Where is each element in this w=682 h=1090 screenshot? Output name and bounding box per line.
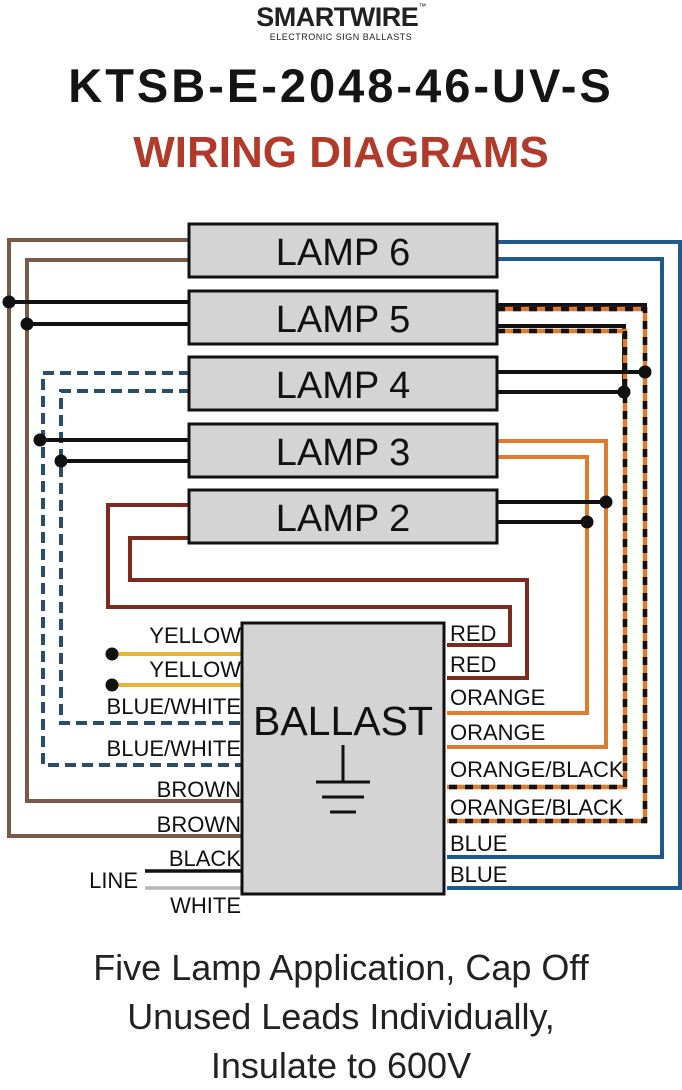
junction-dot-lamp3-left-outer xyxy=(33,433,47,447)
left-lead-label-blue-white-4: BLUE/WHITE xyxy=(107,736,241,761)
right-lead-label-red-1: RED xyxy=(450,621,496,646)
footer-line-1: Five Lamp Application, Cap Off xyxy=(93,947,589,988)
brown-wire-outer xyxy=(7,238,242,838)
brown-wire-inner xyxy=(25,258,242,803)
lamp-4-tube xyxy=(187,355,499,412)
blue-white-wire-outer xyxy=(41,371,242,767)
junction-dot-lamp2-right-outer xyxy=(599,495,613,509)
page-subtitle: WIRING DIAGRAMS xyxy=(133,128,549,177)
right-lead-label-blue-7: BLUE xyxy=(450,831,507,856)
lamp-2-label: LAMP 2 xyxy=(276,498,410,540)
lamp-5-label: LAMP 5 xyxy=(276,299,410,341)
yellow-capped-end-2 xyxy=(105,678,119,692)
lamp-6-tube xyxy=(187,222,499,279)
blue-white-wire-inner xyxy=(59,389,242,725)
brand-logo: SMARTWIRE™ xyxy=(0,2,682,33)
lamp5-right-wire-inner xyxy=(497,324,626,392)
red-wire-inner xyxy=(128,536,529,680)
lead-labels: YELLOW YELLOW BLUE/WHITE BLUE/WHITE BROWN BRO… xyxy=(89,621,624,918)
junction-dot-lamp4-right-outer xyxy=(638,365,652,379)
lamp-3-tube xyxy=(187,422,499,479)
blue-wire-outer xyxy=(447,240,682,890)
ballast-label: BALLAST xyxy=(253,698,433,744)
footer-line-3: Insulate to 600V xyxy=(210,1045,472,1086)
left-lead-label-brown-6: BROWN xyxy=(157,812,241,837)
left-lead-label-brown-5: BROWN xyxy=(157,777,241,802)
right-lead-label-orange-black-6: ORANGE/BLACK xyxy=(450,795,624,820)
line-label: LINE xyxy=(89,868,138,893)
orange-wire-outer xyxy=(447,439,608,749)
blue-wire-inner xyxy=(447,257,664,859)
lamp-3-label: LAMP 3 xyxy=(276,432,410,474)
junction-dot-lamp2-right-inner xyxy=(580,515,594,529)
brand-name: SMARTWIRE xyxy=(256,2,419,32)
orange-wire-inner xyxy=(447,455,589,715)
trademark-mark: ™ xyxy=(418,2,426,11)
red-wire-outer xyxy=(106,503,512,647)
junction-dot-lamp4-right-inner xyxy=(617,385,631,399)
junction-dot-lamp5-left-outer xyxy=(2,295,16,309)
right-lead-label-blue-8: BLUE xyxy=(450,862,507,887)
junction-dot-lamp5-left-inner xyxy=(20,317,34,331)
wires xyxy=(2,238,682,890)
lamp-2-tube xyxy=(187,488,499,545)
left-lead-label-yellow-2: YELLOW xyxy=(149,657,241,682)
orange-black-wire-inner-stripe xyxy=(447,328,628,790)
ballast: BALLAST xyxy=(240,621,446,896)
lamp-6-label: LAMP 6 xyxy=(276,232,410,274)
lamps: LAMP 6 LAMP 5 LAMP 4 LAMP 3 LAMP 2 xyxy=(187,222,499,545)
lamp-5-tube xyxy=(187,289,499,346)
right-lead-label-orange-black-5: ORANGE/BLACK xyxy=(450,757,624,782)
footer-line-2: Unused Leads Individually, xyxy=(127,996,555,1037)
lamp-4-label: LAMP 4 xyxy=(276,365,410,407)
footer-note: Five Lamp Application, Cap Off Unused Le… xyxy=(0,943,682,1090)
yellow-capped-end-1 xyxy=(105,647,119,661)
junction-dot-lamp3-left-inner xyxy=(54,454,68,468)
right-lead-label-red-2: RED xyxy=(450,652,496,677)
brand-tagline: ELECTRONIC SIGN BALLASTS xyxy=(269,32,413,42)
right-lead-label-orange-3: ORANGE xyxy=(450,685,545,710)
right-lead-label-orange-4: ORANGE xyxy=(450,720,545,745)
left-lead-label-blue-white-3: BLUE/WHITE xyxy=(107,694,241,719)
left-lead-label-yellow-1: YELLOW xyxy=(149,623,241,648)
left-lead-label-black-7: BLACK xyxy=(169,846,241,871)
orange-black-wire-outer-stripe xyxy=(447,306,648,824)
model-number: KTSB-E-2048-46-UV-S xyxy=(68,59,614,112)
left-lead-label-white-8: WHITE xyxy=(170,893,241,918)
